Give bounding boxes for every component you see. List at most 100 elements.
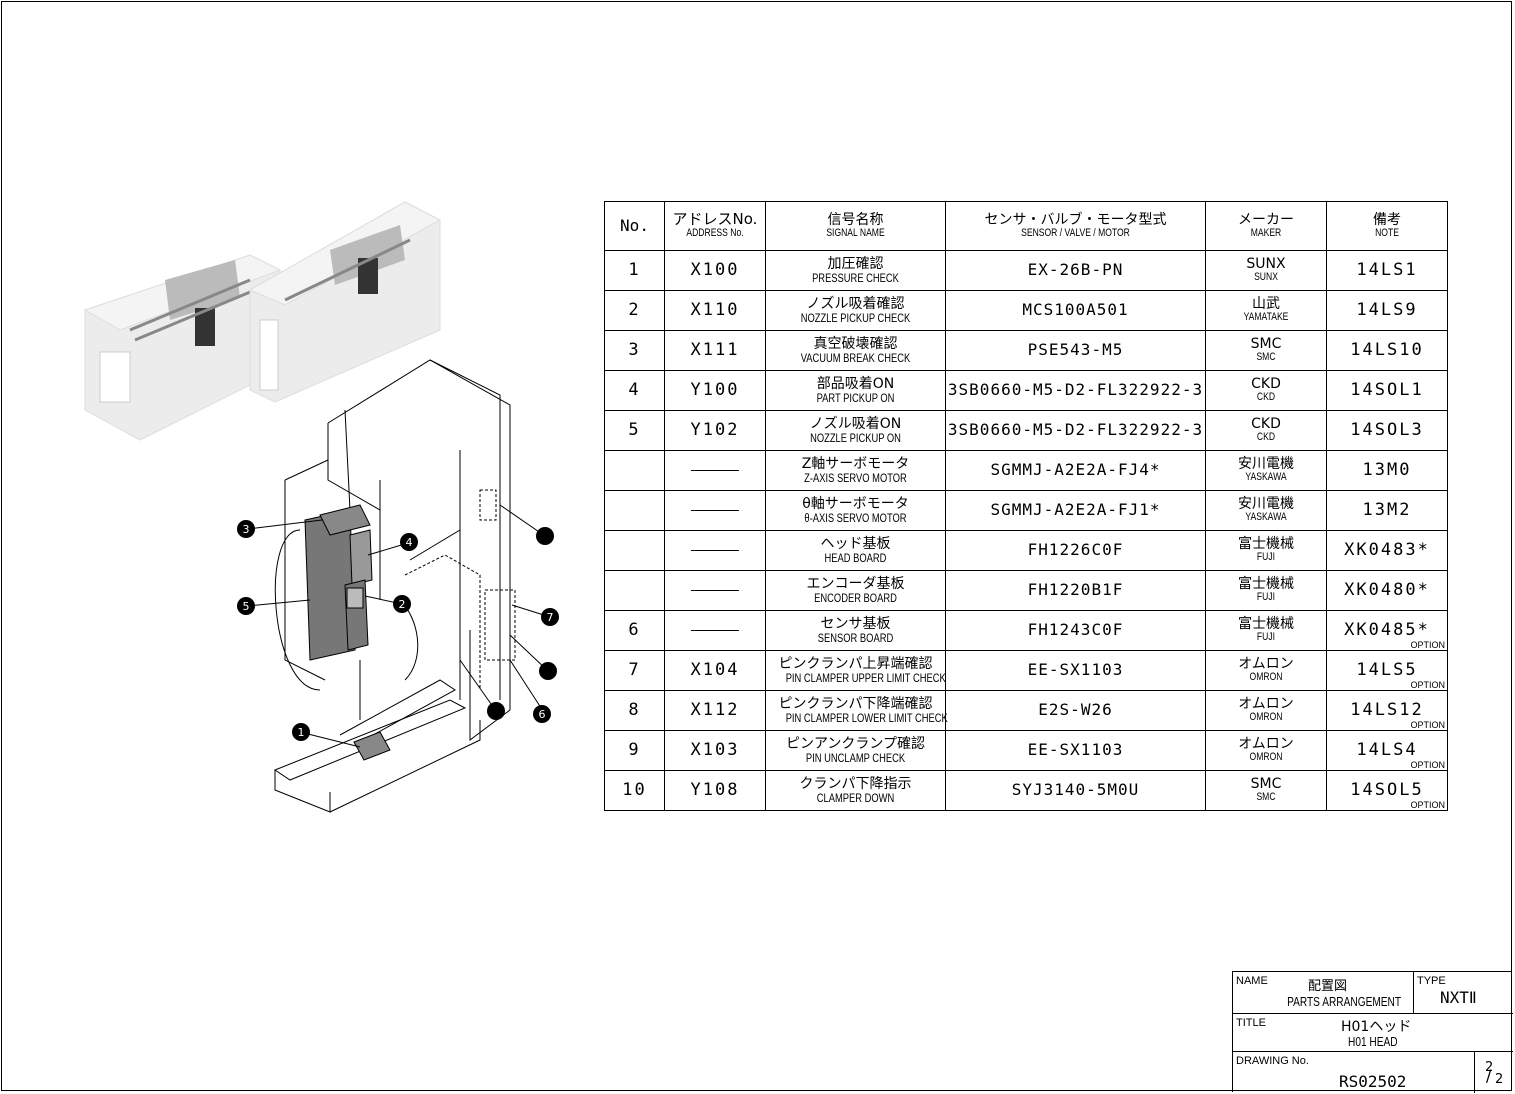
note-value: 13M2 [1362,499,1412,520]
signal-jp: ピンアンクランプ確認 [785,735,926,752]
note-value: XK0485* [1344,619,1430,640]
signal-en: PIN CLAMPER UPPER LIMIT CHECK [785,670,946,685]
cell-note: 13M2 [1326,490,1448,531]
cell-model: 3SB0660-M5-D2-FL322922-3 [945,410,1206,451]
model-value: PSE543-M5 [1027,340,1124,360]
callout-6: 6 [533,705,551,723]
address-value: X100 [690,259,740,280]
address-value: X103 [690,739,740,760]
cell-model: EX-26B-PN [945,250,1206,291]
cell-model: 3SB0660-M5-D2-FL322922-3 [945,370,1206,411]
signal-en: PART PICKUP ON [816,390,895,405]
cell-no [604,530,665,571]
signal-jp: クランパ下降指示 [799,775,912,792]
option-tag: OPTION [1410,799,1445,810]
cell-address: X104 [664,650,766,691]
note-value: 14LS4 [1356,739,1418,760]
address-value: X110 [690,299,740,320]
maker-jp: SMC [1250,336,1282,353]
model-value: FH1226C0F [1027,540,1124,560]
header-address: アドレスNo.ADDRESS No. [664,201,766,251]
type-label: TYPE [1417,975,1446,987]
leader-lines [247,504,551,748]
cell-no: 1 [604,250,665,291]
signal-en: PRESSURE CHECK [812,270,899,285]
cell-note: 14LS9 [1326,290,1448,331]
empty-address-dash [691,550,739,552]
cell-no: 2 [604,290,665,331]
cell-note: 14SOL1 [1326,370,1448,411]
cell-no: 10 [604,770,665,811]
note-value: XK0480* [1344,579,1430,600]
cell-no [604,490,665,531]
maker-en: SUNX [1254,271,1278,284]
model-value: EX-26B-PN [1027,260,1124,280]
cell-address [664,490,766,531]
option-tag: OPTION [1410,759,1445,770]
cell-model: PSE543-M5 [945,330,1206,371]
maker-en: OMRON [1249,671,1283,684]
svg-text:5: 5 [243,600,250,613]
note-value: 14LS12 [1350,699,1424,720]
signal-jp: ピンクランパ下降端確認 [778,695,933,712]
maker-jp: オムロン [1238,736,1294,753]
maker-jp: 富士機械 [1238,616,1294,633]
drawing-no-value: RS02502 [1339,1072,1407,1091]
address-value: X112 [690,699,740,720]
maker-en: YAMATAKE [1243,311,1289,324]
drawing-no-label: DRAWING No. [1236,1055,1309,1067]
model-value: EE-SX1103 [1027,740,1124,760]
cell-model: EE-SX1103 [945,730,1206,771]
row-number: 3 [628,339,641,360]
cell-model: FH1226C0F [945,530,1206,571]
maker-jp: CKD [1251,376,1281,393]
header-no: No. [604,201,665,251]
maker-jp: オムロン [1238,696,1294,713]
cell-model: E2S-W26 [945,690,1206,731]
cell-address: X112 [664,690,766,731]
type-value: NXTⅡ [1440,988,1477,1007]
note-value: 14SOL5 [1350,779,1424,800]
head-housing-right [248,201,442,403]
sheet-cell: 2 / 2 [1475,1052,1513,1093]
cell-note: 14SOL3 [1326,410,1448,451]
signal-jp: 部品吸着ON [816,375,895,392]
cell-model: SYJ3140-5M0U [945,770,1206,811]
drawing-no-cell: DRAWING No. RS02502 [1233,1052,1475,1093]
pressure-sensor [353,731,391,761]
empty-address-dash [691,470,739,472]
address-value: Y102 [690,419,740,440]
svg-text:6: 6 [539,708,546,721]
title-block: NAME 配置図 PARTS ARRANGEMENT TYPE NXTⅡ TIT… [1232,971,1513,1093]
option-tag: OPTION [1410,639,1445,650]
callout-5: 5 [237,597,255,615]
signal-jp: エンコーダ基板 [806,575,905,592]
model-value: FH1220B1F [1027,580,1124,600]
cell-model: FH1220B1F [945,570,1206,611]
callout-4: 4 [400,533,418,551]
address-value: Y100 [690,379,740,400]
maker-jp: 安川電機 [1238,496,1294,513]
